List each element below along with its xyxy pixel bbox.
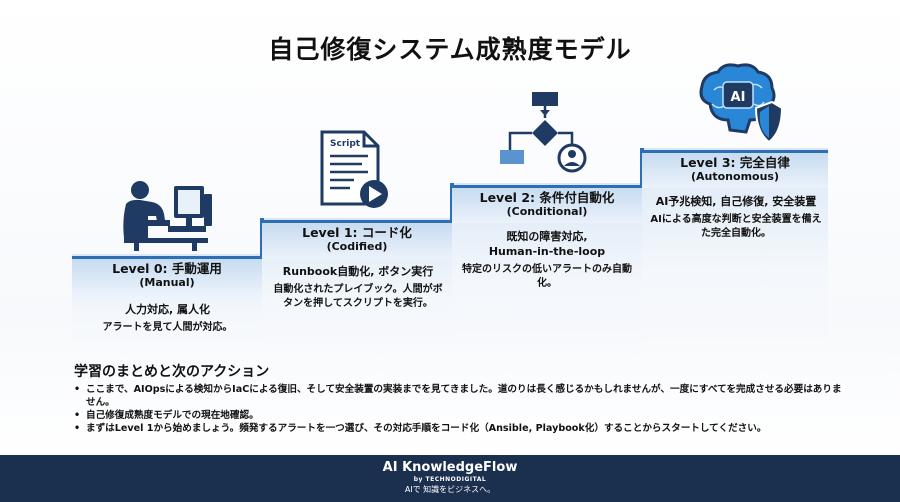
level-2-description: 既知の障害対応, Human-in-the-loop 特定のリスクの低いアラート… (458, 229, 636, 291)
footer-tagline: AIで 知識をビジネスへ。 (404, 485, 496, 494)
level-2-title: Level 2: 条件付自動化 (479, 190, 615, 205)
level-3-detail: AIによる高度な判断と安全装置を備えた完全自動化。 (650, 214, 822, 239)
summary-bullet: ここまで、AIOpsによる検知からIaCによる復旧、そして安全装置の実装までを見… (74, 383, 844, 409)
script-label: Script (330, 139, 361, 149)
summary-bullet: 自己修復成熟度モデルでの現在地確認。 (74, 409, 844, 422)
level-3-description: AI予兆検知, 自己修復, 安全装置 AIによる高度な判断と安全装置を備えた完全… (648, 194, 824, 241)
level-3-main: AI予兆検知, 自己修復, 安全装置 (655, 195, 817, 208)
level-3-title: Level 3: 完全自律 (680, 155, 790, 170)
footer-bar: AI KnowledgeFlow by TECHNODIGITAL AIで 知識… (0, 455, 900, 502)
level-1-subtitle: (Codified) (326, 240, 388, 253)
level-0-subtitle: (Manual) (139, 276, 195, 289)
ai-brain-shield-icon: AI (699, 63, 784, 144)
summary-bullet-list: ここまで、AIOpsによる検知からIaCによる復旧、そして安全装置の実装までを見… (74, 383, 844, 435)
level-1-detail: 自動化されたプレイブック。人間がボタンを押してスクリプトを実行。 (273, 284, 443, 309)
level-1-band: Level 1: コード化 (Codified) (262, 220, 452, 258)
page-title: 自己修復システム成熟度モデル (268, 35, 632, 64)
person-at-computer-icon (123, 181, 212, 251)
level-2-main: 既知の障害対応, Human-in-the-loop (488, 230, 606, 258)
level-3-band: Level 3: 完全自律 (Autonomous) (642, 150, 828, 188)
footer-brand: AI KnowledgeFlow (382, 460, 518, 475)
level-2-band: Level 2: 条件付自動化 (Conditional) (452, 185, 642, 223)
summary-bullet: まずはLevel 1から始めましょう。頻発するアラートを一つ選び、その対応手順を… (74, 422, 844, 435)
level-0-band: Level 0: 手動運用 (Manual) (72, 256, 262, 294)
level-3-subtitle: (Autonomous) (691, 170, 779, 183)
level-0-detail: アラートを見て人間が対応。 (102, 322, 233, 333)
ai-label: AI (731, 90, 746, 105)
level-0-title: Level 0: 手動運用 (112, 261, 222, 276)
level-0-main: 人力対応, 属人化 (124, 303, 210, 316)
flowchart-icon (500, 92, 587, 173)
level-0-description: 人力対応, 属人化 アラートを見て人間が対応。 (90, 302, 245, 335)
summary-title: 学習のまとめと次のアクション (74, 364, 270, 380)
footer-brand-by: by TECHNODIGITAL (413, 476, 487, 483)
level-1-description: Runbook自動化, ボタン実行 自動化されたプレイブック。人間がボタンを押し… (272, 264, 444, 311)
level-2-detail: 特定のリスクの低いアラートのみ自動化。 (462, 264, 632, 289)
level-1-main: Runbook自動化, ボタン実行 (282, 265, 434, 278)
script-document-icon: Script (320, 130, 388, 208)
level-1-title: Level 1: コード化 (302, 225, 412, 240)
level-2-subtitle: (Conditional) (506, 205, 588, 218)
